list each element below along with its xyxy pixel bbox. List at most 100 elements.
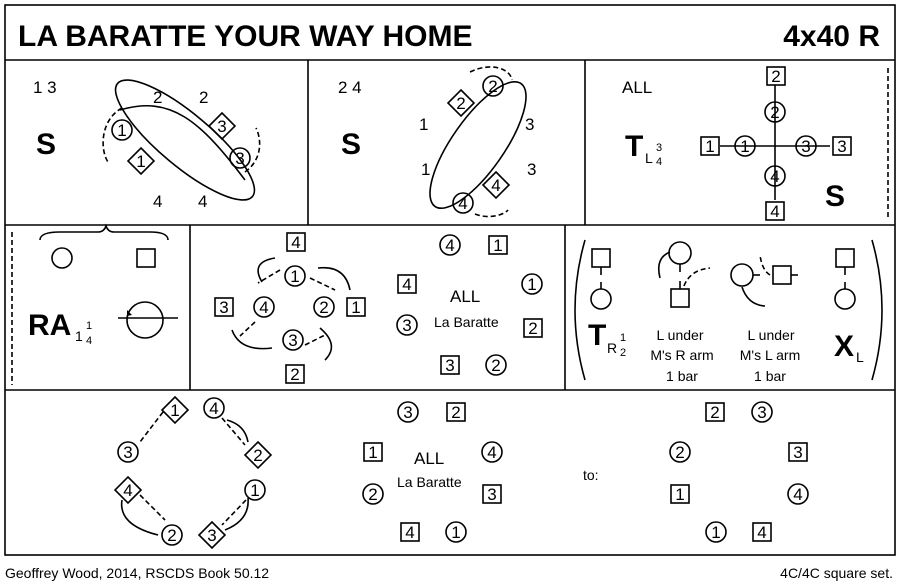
- dancer-number: 3: [235, 149, 244, 168]
- circle-shape: [787, 483, 809, 505]
- square-shape: [766, 66, 786, 86]
- circle-shape: [396, 314, 418, 336]
- dancer-number: 2: [456, 94, 465, 113]
- frame: [4, 4, 896, 556]
- dancer-number: 2: [491, 356, 500, 375]
- dancer-number: 1: [136, 152, 145, 171]
- dancer-number: 3: [793, 443, 802, 462]
- step-1-line-3: 1 bar: [666, 368, 698, 384]
- dancer-number: 4: [445, 236, 454, 255]
- panel-bars-1-2: 1 3 S 2 2 4 4: [33, 78, 261, 211]
- square-shape: [700, 136, 720, 156]
- man-dancer: 4: [400, 522, 420, 542]
- diamond-shape: [197, 520, 227, 550]
- figure2-sub: L: [856, 349, 864, 365]
- dancer-number: 4: [757, 523, 766, 542]
- figure2-label: S: [825, 180, 845, 213]
- step-2-line-2: M's L arm: [740, 347, 801, 363]
- man-dancer: 4: [113, 475, 143, 505]
- square-shape: [832, 136, 852, 156]
- woman-dancer: 1: [521, 273, 543, 295]
- dancer-number: 2: [368, 485, 377, 504]
- woman-dancer: 3: [282, 329, 304, 351]
- woman-dancer: 3: [397, 401, 419, 423]
- dancers-label: 2 4: [338, 78, 362, 97]
- figure-label: RA: [28, 309, 71, 342]
- center-label: ALL: [450, 287, 480, 306]
- dash-arrow-left: [102, 107, 123, 163]
- woman-dancer: 2: [482, 75, 504, 97]
- dancer-number: 1: [675, 485, 684, 504]
- dancer-number: 3: [402, 316, 411, 335]
- dancer-number: 1: [451, 523, 460, 542]
- square-shape: [400, 522, 420, 542]
- dash-arrow-top: [469, 66, 513, 81]
- dancer-number: 2: [771, 67, 780, 86]
- step-1-line-1: L under: [657, 327, 704, 343]
- square-shape: [705, 402, 725, 422]
- woman-dancer: 2: [362, 483, 384, 505]
- woman-dancer: 1: [445, 521, 467, 543]
- woman-dancer: 2: [313, 296, 335, 318]
- figure-sub: L: [645, 150, 653, 166]
- circle-shape: [284, 265, 306, 287]
- man-dancer: 3: [832, 136, 852, 156]
- dash-arrow-right: [244, 127, 261, 173]
- dancer-number: 4: [405, 523, 414, 542]
- panel-bars-33-40: ALL La Baratte to:: [120, 411, 599, 536]
- center-sublabel: La Baratte: [397, 474, 462, 490]
- circle-shape: [521, 273, 543, 295]
- dancer-number: 1: [250, 481, 259, 500]
- circle-shape: [439, 234, 461, 256]
- woman-dancer: 1: [705, 521, 727, 543]
- man-dancer: 2: [446, 88, 476, 118]
- circle-shape: [253, 296, 275, 318]
- woman-dancer: 4: [253, 296, 275, 318]
- dancer-number: 3: [757, 403, 766, 422]
- square-shape: [765, 201, 785, 221]
- panel-bars-9-12: RA 1 1 4: [11, 223, 178, 385]
- dancer-number: 4: [487, 443, 496, 462]
- woman-dancer: 4: [203, 397, 225, 419]
- dancer-number: 1: [527, 275, 536, 294]
- circle-shape: [111, 119, 133, 141]
- circle-shape: [452, 192, 474, 214]
- woman-dancer: 3: [229, 147, 251, 169]
- figure-label: T: [625, 130, 643, 163]
- dance-title: LA BARATTE YOUR WAY HOME: [18, 20, 472, 53]
- dancer-number: 1: [740, 137, 749, 156]
- dancer-number: 3: [487, 485, 496, 504]
- woman-dancer: 4: [764, 165, 786, 187]
- square-shape: [363, 442, 383, 462]
- figure2-label: X: [834, 330, 854, 363]
- man-dancer: 1: [160, 395, 190, 425]
- dancer-number: 2: [488, 77, 497, 96]
- dancer-number: 2: [710, 403, 719, 422]
- figure-frac-num: 1: [620, 332, 626, 344]
- dancer-number: 3: [445, 356, 454, 375]
- dancer-number: 2: [675, 443, 684, 462]
- circle-shape: [705, 521, 727, 543]
- circle-shape: [482, 75, 504, 97]
- square-shape: [523, 318, 543, 338]
- dancer-number: 4: [770, 202, 779, 221]
- man-dancer: 1: [670, 484, 690, 504]
- circle-shape: [244, 479, 266, 501]
- circle-shape: [795, 135, 817, 157]
- man-dancer: 4: [765, 201, 785, 221]
- dancer-number: 2: [319, 298, 328, 317]
- dancer-number: 4: [123, 481, 132, 500]
- man-dancer: 3: [482, 484, 502, 504]
- dancer-number: 3: [123, 443, 132, 462]
- square-shape: [285, 364, 305, 384]
- dancer-number: 2: [451, 403, 460, 422]
- square-shape: [488, 235, 508, 255]
- circle-shape: [117, 441, 139, 463]
- man-dancer: 2: [243, 440, 273, 470]
- figure-frac-num: 3: [656, 142, 662, 154]
- woman-dancer: 3: [117, 441, 139, 463]
- man-dancer: 3: [214, 297, 234, 317]
- dancer-number: 1: [117, 121, 126, 140]
- woman-dancer: 1: [734, 135, 756, 157]
